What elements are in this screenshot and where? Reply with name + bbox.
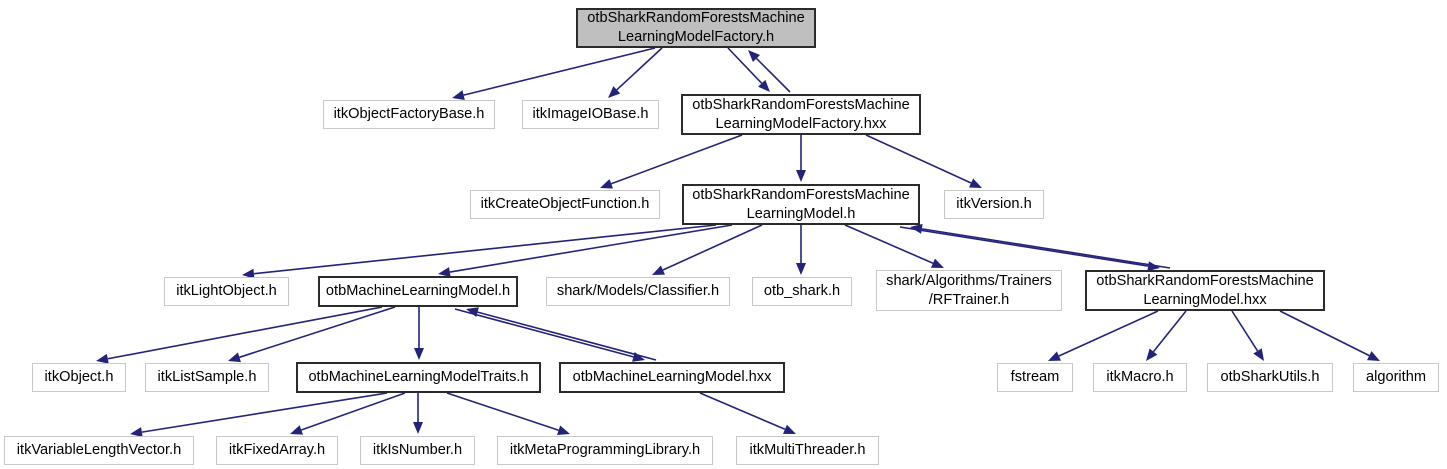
graph-node-label: otbSharkRandomForestsMachine LearningMod…	[1096, 272, 1314, 308]
graph-edge	[1279, 310, 1380, 361]
graph-edge	[242, 224, 717, 279]
graph-node-factory-hxx[interactable]: otbSharkRandomForestsMachine LearningMod…	[681, 94, 921, 135]
graph-node-label: otbMachineLearningModelTraits.h	[308, 369, 529, 385]
graph-edge	[652, 224, 763, 275]
graph-edge	[452, 47, 656, 100]
graph-node-label: itkCreateObjectFunction.h	[480, 196, 650, 212]
graph-edge	[454, 308, 645, 362]
graph-node-itkMacro[interactable]: itkMacro.h	[1093, 363, 1187, 392]
graph-edge	[1146, 310, 1187, 361]
graph-node-label: itkVersion.h	[956, 196, 1032, 212]
graph-edge	[796, 135, 806, 182]
graph-node-itkMultiThreader[interactable]: itkMultiThreader.h	[736, 436, 879, 465]
graph-node-itkMetaProgrammingLibrary[interactable]: itkMetaProgrammingLibrary.h	[497, 436, 713, 465]
graph-edge	[727, 47, 770, 92]
graph-node-itkFixedArray[interactable]: itkFixedArray.h	[216, 436, 338, 465]
graph-node-label: otbMachineLearningModel.h	[325, 283, 511, 299]
graph-node-label: itkImageIOBase.h	[532, 106, 649, 122]
graph-edge	[446, 392, 570, 435]
graph-edge	[600, 134, 743, 189]
graph-node-label: shark/Algorithms/Trainers /RFTrainer.h	[886, 272, 1052, 308]
graph-node-algorithm[interactable]: algorithm	[1353, 363, 1439, 392]
graph-node-mlmodel-h[interactable]: otbMachineLearningModel.h	[318, 276, 518, 307]
graph-node-itkIsNumber[interactable]: itkIsNumber.h	[360, 436, 475, 465]
graph-node-label: otbSharkRandomForestsMachine LearningMod…	[692, 96, 910, 132]
graph-edge	[228, 306, 396, 363]
graph-node-shark-classifier[interactable]: shark/Models/Classifier.h	[546, 277, 730, 306]
graph-node-label: itkMacro.h	[1106, 369, 1174, 385]
graph-edge	[414, 307, 424, 360]
graph-node-mlmodel-traits[interactable]: otbMachineLearningModelTraits.h	[296, 362, 541, 393]
graph-node-itkImageIOBase[interactable]: itkImageIOBase.h	[522, 100, 659, 129]
graph-node-label: itkFixedArray.h	[228, 442, 326, 458]
graph-node-label: otbSharkRandomForestsMachine LearningMod…	[692, 186, 910, 222]
graph-edge	[865, 134, 982, 188]
graph-edge	[910, 223, 1171, 269]
graph-node-otbSharkUtils[interactable]: otbSharkUtils.h	[1207, 363, 1333, 392]
graph-edge	[438, 224, 733, 277]
graph-node-itkVariableLengthVector[interactable]: itkVariableLengthVector.h	[4, 436, 194, 465]
graph-node-label: otb_shark.h	[763, 283, 841, 299]
graph-node-rftrainer[interactable]: shark/Algorithms/Trainers /RFTrainer.h	[876, 270, 1062, 311]
graph-edge	[699, 392, 796, 434]
graph-node-itkObjectFactoryBase[interactable]: itkObjectFactoryBase.h	[323, 100, 495, 129]
graph-node-model-h[interactable]: otbSharkRandomForestsMachine LearningMod…	[682, 184, 920, 225]
graph-edge	[748, 50, 791, 93]
graph-node-label: otbMachineLearningModel.hxx	[572, 369, 772, 385]
graph-node-itkObject[interactable]: itkObject.h	[32, 363, 126, 392]
graph-edge	[96, 306, 383, 364]
graph-node-label: itkObjectFactoryBase.h	[333, 106, 485, 122]
graph-node-label: shark/Models/Classifier.h	[556, 283, 720, 299]
graph-node-label: itkObject.h	[44, 369, 114, 385]
graph-edge	[1231, 310, 1264, 361]
graph-edge	[413, 393, 423, 434]
graph-node-label: itkListSample.h	[157, 369, 257, 385]
graph-node-itkVersion[interactable]: itkVersion.h	[944, 190, 1044, 219]
graph-edge	[466, 307, 657, 361]
graph-node-mlmodel-hxx[interactable]: otbMachineLearningModel.hxx	[559, 362, 785, 393]
graph-node-label: otbSharkRandomForestsMachine LearningMod…	[587, 10, 805, 45]
graph-edge	[1048, 310, 1159, 361]
graph-node-label: itkLightObject.h	[176, 283, 277, 299]
graph-node-model-hxx[interactable]: otbSharkRandomForestsMachine LearningMod…	[1085, 270, 1325, 311]
graph-node-label: itkVariableLengthVector.h	[16, 442, 182, 458]
graph-node-itkCreateObjectFunction[interactable]: itkCreateObjectFunction.h	[470, 190, 660, 219]
graph-edge	[290, 392, 406, 435]
graph-node-root[interactable]: otbSharkRandomForestsMachine LearningMod…	[576, 8, 816, 48]
graph-edge	[608, 47, 663, 98]
graph-node-label: otbSharkUtils.h	[1220, 369, 1320, 385]
graph-edge	[844, 224, 944, 268]
graph-node-label: fstream	[1010, 369, 1060, 385]
graph-edge	[796, 225, 806, 275]
graph-node-itkLightObject[interactable]: itkLightObject.h	[164, 277, 289, 306]
graph-edge	[130, 392, 388, 438]
graph-node-itkListSample[interactable]: itkListSample.h	[145, 363, 269, 392]
graph-node-label: itkIsNumber.h	[372, 442, 463, 458]
graph-node-otb-shark[interactable]: otb_shark.h	[752, 277, 852, 306]
graph-node-label: algorithm	[1365, 369, 1427, 385]
graph-node-label: itkMultiThreader.h	[749, 442, 866, 458]
graph-node-fstream[interactable]: fstream	[997, 363, 1073, 392]
graph-node-label: itkMetaProgrammingLibrary.h	[509, 442, 701, 458]
